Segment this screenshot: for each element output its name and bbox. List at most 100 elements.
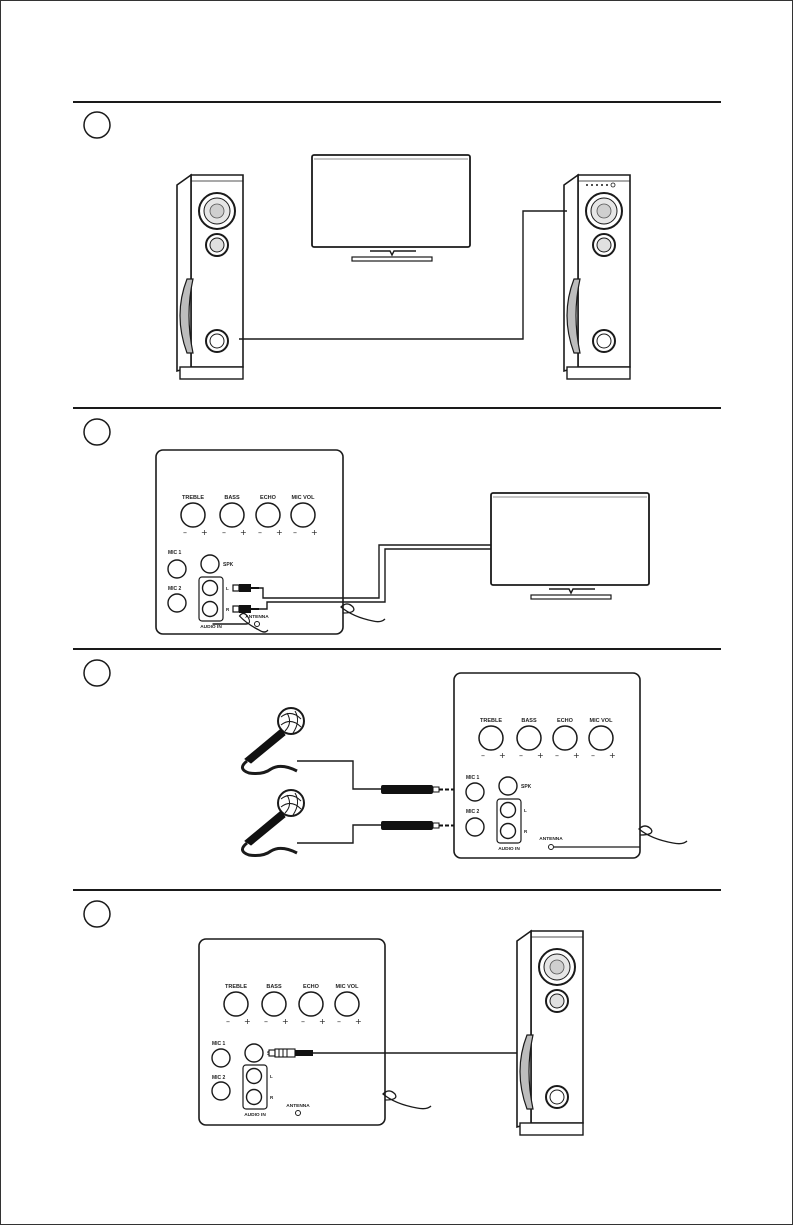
tower-speaker-right	[564, 175, 630, 379]
audio-in-r-jack[interactable]	[247, 1090, 262, 1105]
mic1-label: MIC 1	[466, 775, 480, 781]
tower-speaker-left	[177, 175, 243, 379]
microphone-1	[242, 708, 304, 774]
mic1-jack[interactable]	[212, 1049, 230, 1067]
plus-sign: +	[537, 751, 544, 760]
mic2-label: MIC 2	[212, 1075, 226, 1081]
audio-in-l-jack[interactable]	[247, 1069, 262, 1084]
minus-sign: –	[183, 528, 187, 537]
antenna-wire-tail	[341, 604, 385, 622]
audio-in-r-jack[interactable]	[203, 602, 218, 617]
step-4-marker	[84, 901, 110, 927]
left-channel-label: L	[524, 808, 527, 813]
spk-jack[interactable]	[499, 777, 517, 795]
knob-label-treble: TREBLE	[182, 495, 204, 501]
spk-jack[interactable]	[201, 555, 219, 573]
treble-knob[interactable]	[479, 726, 503, 750]
left-channel-label: L	[226, 586, 229, 591]
mic1-jack[interactable]	[168, 560, 186, 578]
spk-label: SPK	[521, 784, 532, 790]
mic2-cable	[297, 825, 381, 843]
audio-in-label: AUDIO IN	[244, 1112, 266, 1118]
mic1-jack[interactable]	[466, 783, 484, 801]
treble-knob[interactable]	[224, 992, 248, 1016]
plus-sign: +	[319, 1017, 326, 1026]
echo-knob[interactable]	[553, 726, 577, 750]
echo-knob[interactable]	[256, 503, 280, 527]
minus-sign: –	[301, 1017, 305, 1026]
mic2-jack[interactable]	[212, 1082, 230, 1100]
plus-sign: +	[244, 1017, 251, 1026]
knob-label-treble: TREBLE	[225, 984, 247, 990]
echo-knob[interactable]	[299, 992, 323, 1016]
step-2-marker	[84, 419, 110, 445]
step-3-marker	[84, 660, 110, 686]
bass-knob[interactable]	[262, 992, 286, 1016]
antenna-label: ANTENNA	[286, 1103, 310, 1109]
antenna-port[interactable]	[255, 622, 260, 627]
spk-label: SPK	[223, 562, 234, 568]
audio-in-l-jack[interactable]	[501, 803, 516, 818]
knob-label-bass: BASS	[521, 718, 537, 724]
minus-sign: –	[555, 751, 559, 760]
mic1-cable	[297, 761, 381, 789]
mic1-label: MIC 1	[212, 1041, 226, 1047]
knob-label-echo: ECHO	[260, 495, 277, 501]
audio-in-label: AUDIO IN	[498, 846, 520, 852]
plus-sign: +	[499, 751, 506, 760]
knob-label-mic-vol: MIC VOL	[590, 718, 614, 724]
minus-sign: –	[481, 751, 485, 760]
mic2-jack[interactable]	[168, 594, 186, 612]
spk-plug	[269, 1049, 313, 1057]
minus-sign: –	[226, 1017, 230, 1026]
microphone-2	[242, 790, 304, 856]
tv-icon	[312, 155, 470, 261]
antenna-wire-tail	[639, 826, 687, 844]
tower-speaker	[517, 931, 583, 1135]
treble-knob[interactable]	[181, 503, 205, 527]
plus-sign: +	[201, 528, 208, 537]
antenna-port[interactable]	[549, 845, 554, 850]
mic-vol-knob[interactable]	[291, 503, 315, 527]
mic1-label: MIC 1	[168, 550, 182, 556]
mic-vol-knob[interactable]	[589, 726, 613, 750]
spk-jack[interactable]	[245, 1044, 263, 1062]
knob-label-bass: BASS	[266, 984, 282, 990]
knob-label-echo: ECHO	[303, 984, 320, 990]
mic1-plug	[381, 785, 461, 794]
audio-in-label: AUDIO IN	[200, 624, 222, 630]
minus-sign: –	[258, 528, 262, 537]
minus-sign: –	[293, 528, 297, 537]
left-channel-label: L	[270, 1074, 273, 1079]
audio-in-r-jack[interactable]	[501, 824, 516, 839]
plus-sign: +	[311, 528, 318, 537]
knob-label-echo: ECHO	[557, 718, 574, 724]
minus-sign: –	[519, 751, 523, 760]
knob-label-mic-vol: MIC VOL	[336, 984, 360, 990]
tv-icon	[491, 493, 649, 599]
minus-sign: –	[222, 528, 226, 537]
mic2-jack[interactable]	[466, 818, 484, 836]
audio-in-l-jack[interactable]	[203, 581, 218, 596]
minus-sign: –	[591, 751, 595, 760]
mic2-plug	[381, 821, 461, 830]
knob-label-mic-vol: MIC VOL	[292, 495, 316, 501]
plus-sign: +	[609, 751, 616, 760]
minus-sign: –	[337, 1017, 341, 1026]
minus-sign: –	[264, 1017, 268, 1026]
antenna-label: ANTENNA	[539, 836, 563, 842]
knob-label-treble: TREBLE	[480, 718, 502, 724]
bass-knob[interactable]	[517, 726, 541, 750]
plus-sign: +	[276, 528, 283, 537]
plus-sign: +	[573, 751, 580, 760]
plus-sign: +	[355, 1017, 362, 1026]
mic2-label: MIC 2	[466, 809, 480, 815]
antenna-wire-tail	[383, 1091, 431, 1109]
mic-vol-knob[interactable]	[335, 992, 359, 1016]
plus-sign: +	[282, 1017, 289, 1026]
plus-sign: +	[240, 528, 247, 537]
bass-knob[interactable]	[220, 503, 244, 527]
antenna-port[interactable]	[296, 1111, 301, 1116]
